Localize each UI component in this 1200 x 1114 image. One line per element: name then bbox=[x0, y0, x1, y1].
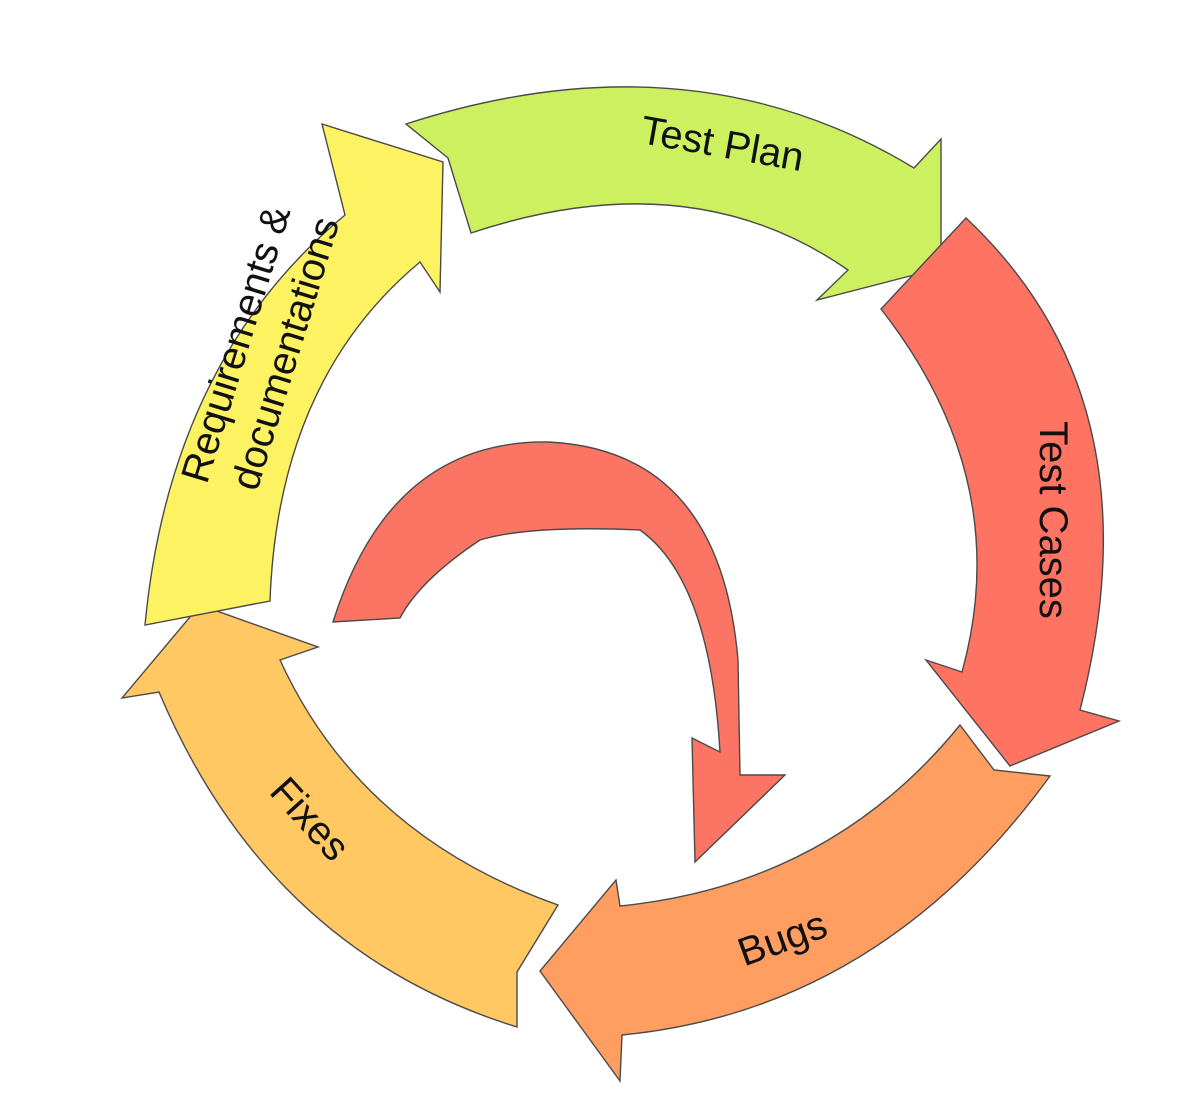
stage-arrow-test-plan bbox=[404, 86, 942, 302]
inner-loop-arrow bbox=[332, 441, 787, 864]
stage-arrow-bugs bbox=[539, 723, 1052, 1084]
stage-arrow-requirements bbox=[144, 122, 444, 626]
stage-arrow-fixes bbox=[120, 604, 560, 1028]
stage-label-test-cases: Test Cases bbox=[1031, 421, 1075, 619]
stage-arrow-test-cases bbox=[880, 217, 1122, 767]
